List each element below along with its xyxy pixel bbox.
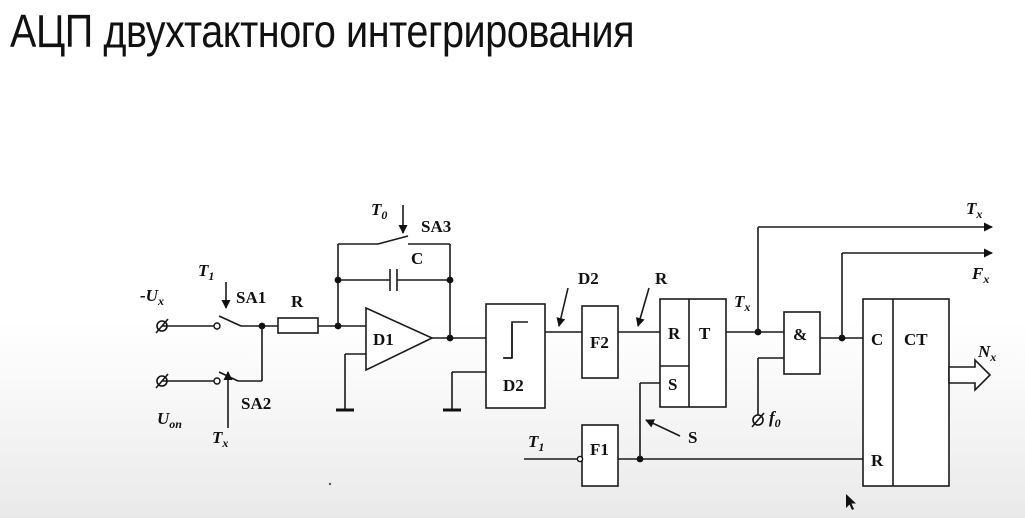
f1-label: F1 <box>590 440 609 459</box>
tx-output-line <box>757 222 993 332</box>
counter-r-label: R <box>871 451 884 470</box>
f0-label: f0 <box>769 408 781 430</box>
s-arrow-label: S <box>688 428 697 447</box>
comparator-d2 <box>443 287 582 412</box>
d2-label: D2 <box>503 376 524 395</box>
ux-terminal <box>155 318 214 334</box>
tx-output-label: Tx <box>966 199 982 221</box>
tx-node-label: Tx <box>734 292 750 314</box>
feedback-network <box>337 205 451 338</box>
integrator-d1 <box>336 306 486 412</box>
sa2-label: SA2 <box>241 394 271 413</box>
t1-sa1-label: T1 <box>198 261 214 283</box>
counter-ct-label: CT <box>904 330 928 349</box>
sa2-switch <box>213 326 263 428</box>
fx-output-label: Fx <box>971 264 989 286</box>
capacitor-label: C <box>411 249 423 268</box>
junction-dot <box>334 276 342 284</box>
junction-dot <box>258 322 266 330</box>
d1-label: D1 <box>373 330 394 349</box>
tx-sa2-label: Tx <box>212 428 228 450</box>
uop-label: Uоп <box>157 409 182 431</box>
dust-speck <box>328 482 332 486</box>
t0-label: T0 <box>371 200 387 222</box>
s-line <box>639 382 681 459</box>
sa1-label: SA1 <box>236 288 266 307</box>
shaper-f1 <box>524 424 863 487</box>
counter-c-label: C <box>871 330 883 349</box>
sa3-label: SA3 <box>421 217 451 236</box>
resistor-label: R <box>291 292 304 311</box>
junction-dot <box>446 334 454 342</box>
trigger-t-label: T <box>699 324 711 343</box>
trigger-s-label: S <box>668 375 677 394</box>
slide-title: АЦП двухтактного интегрирования <box>10 5 635 57</box>
junction-dot <box>446 276 454 284</box>
ux-label: -Ux <box>140 286 164 308</box>
and-gate <box>757 311 863 420</box>
f2-label: F2 <box>590 333 609 352</box>
fx-output-line <box>841 248 993 338</box>
r-arrow-label: R <box>655 269 668 288</box>
trigger-r-label: R <box>668 324 681 343</box>
mouse-cursor-icon <box>846 494 856 510</box>
and-label: & <box>793 325 807 344</box>
rs-trigger <box>659 298 784 408</box>
uop-terminal <box>155 373 214 389</box>
nx-output-label: Nx <box>977 342 996 364</box>
shaper-f2 <box>581 287 660 379</box>
counter-ct <box>862 298 992 487</box>
f0-terminal <box>751 412 765 428</box>
resistor-r <box>277 317 366 334</box>
t1-f1-label: T1 <box>528 432 544 454</box>
d2-arrow-label: D2 <box>578 269 599 288</box>
